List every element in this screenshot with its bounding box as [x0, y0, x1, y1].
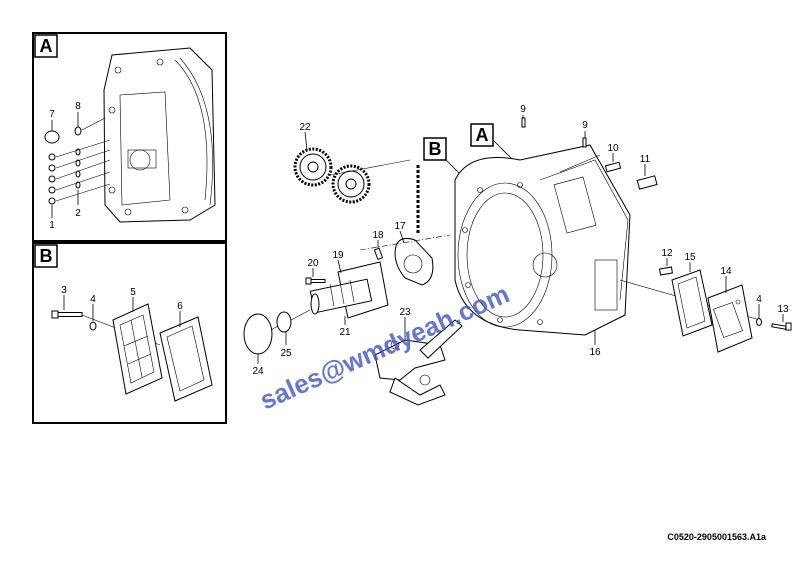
release-lever-icon	[374, 319, 463, 406]
callout-16: 16	[589, 347, 601, 358]
plug-icon	[44, 130, 60, 144]
callout-22: 22	[299, 122, 311, 133]
bolt-icon	[771, 322, 792, 331]
view-a-marker: A	[470, 123, 516, 163]
callout-21: 21	[339, 327, 351, 338]
callout-24: 24	[252, 366, 264, 377]
bolt-icon	[582, 137, 587, 148]
gear-pair-icon	[293, 147, 411, 204]
callout-18: 18	[372, 230, 384, 241]
callout-8: 8	[75, 101, 81, 112]
seal-ring-icon	[276, 311, 292, 333]
callout-1: 1	[49, 220, 55, 231]
shaft-assembly-icon	[309, 261, 389, 319]
inset-b-label: B	[40, 246, 53, 266]
callout-14: 14	[720, 266, 732, 277]
bolt-icon	[521, 117, 526, 128]
washer-icon	[74, 126, 82, 136]
cover-disc-icon	[243, 313, 273, 355]
callout-12: 12	[661, 248, 673, 259]
view-b-marker: B	[423, 137, 463, 177]
gasket-icon	[159, 316, 213, 402]
pin-icon	[373, 247, 384, 261]
stud-icon	[604, 161, 622, 173]
svg-text:B: B	[429, 139, 442, 159]
callout-4: 4	[90, 294, 96, 305]
stud-icon	[658, 266, 674, 276]
callout-25: 25	[280, 348, 292, 359]
callout-11: 11	[640, 154, 651, 165]
svg-text:A: A	[476, 125, 489, 145]
bolt-icon	[51, 310, 83, 319]
gasket-icon	[671, 269, 713, 337]
callout-9: 9	[520, 104, 526, 115]
callout-20: 20	[307, 258, 319, 269]
inset-a-housing-drawing	[103, 47, 216, 223]
bolt-icon	[305, 277, 326, 285]
washer-icon	[89, 321, 97, 331]
callout-7: 7	[49, 109, 55, 120]
callout-17: 17	[394, 221, 406, 232]
callout-10: 10	[607, 143, 619, 154]
flywheel-housing-icon	[454, 144, 631, 336]
fitting-icon	[636, 175, 658, 190]
cover-plate-icon	[707, 284, 753, 353]
inset-b-panel: B 3 4 5 6	[32, 242, 227, 424]
callout-2: 2	[75, 208, 81, 219]
callout-23: 23	[399, 307, 411, 318]
inset-a-label: A	[40, 36, 53, 56]
callout-19: 19	[332, 250, 344, 261]
gasket-icon	[394, 238, 434, 286]
cover-plate-icon	[112, 303, 163, 395]
callout-5: 5	[130, 287, 136, 298]
washer-icon	[756, 318, 762, 326]
drawing-code: C0520-2905001563.A1a	[667, 532, 767, 542]
callout-6: 6	[177, 301, 183, 312]
callout-13: 13	[777, 304, 789, 315]
inset-a-panel: A	[32, 32, 227, 242]
callout-15: 15	[684, 252, 696, 263]
callout-4-main: 4	[756, 294, 762, 305]
callout-9-second: 9	[582, 120, 588, 131]
callout-3: 3	[61, 285, 67, 296]
inset-a-bolt-set	[48, 139, 111, 205]
